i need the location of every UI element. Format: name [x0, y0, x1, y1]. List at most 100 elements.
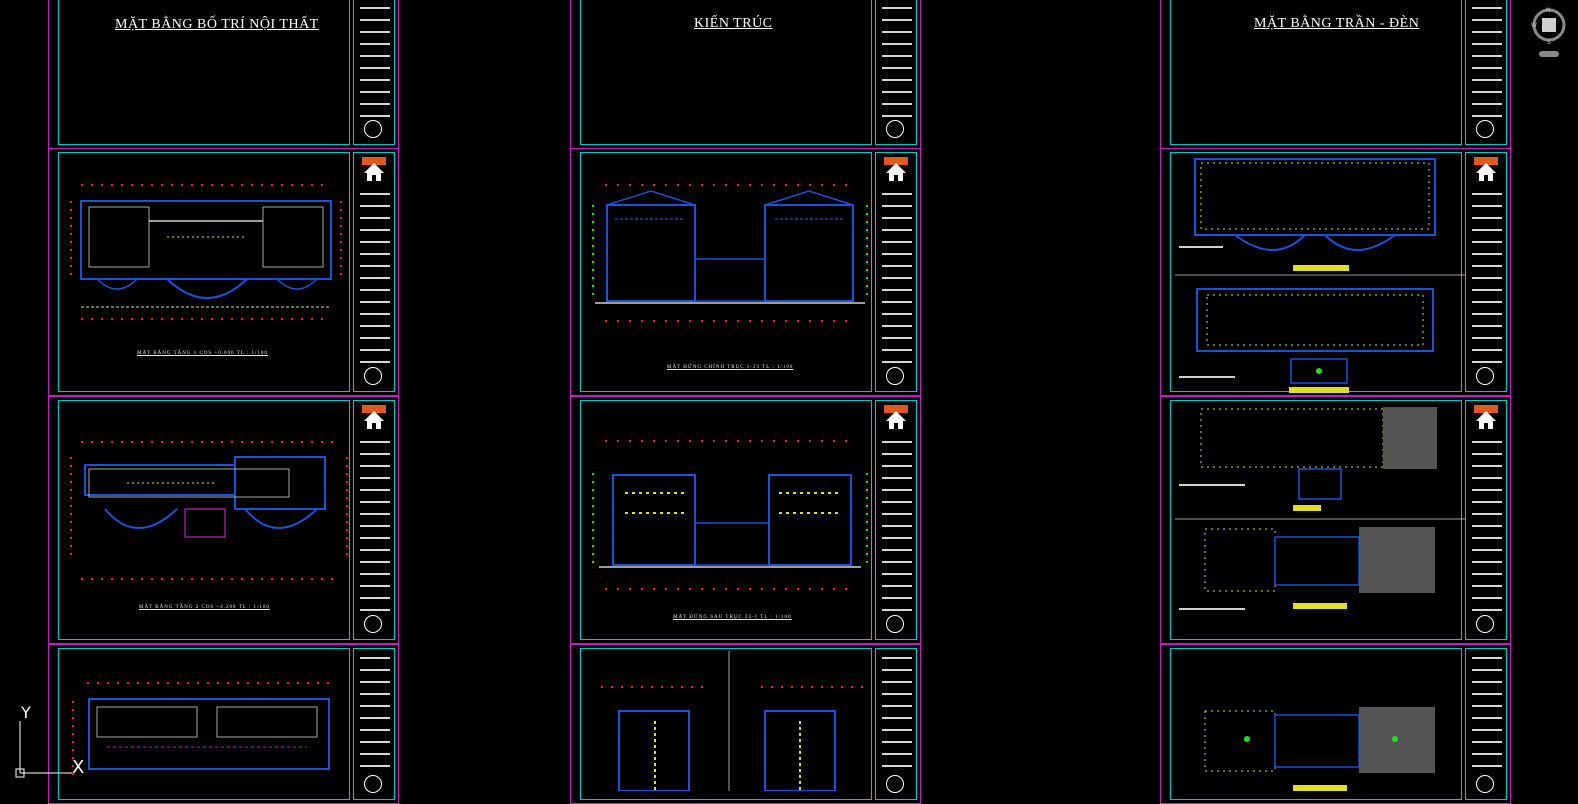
title-block-text-line: [882, 741, 912, 743]
title-block-text-line: [1472, 453, 1502, 455]
sheet-front-elevation[interactable]: MẶT ĐỨNG CHÍNH TRỤC 1-23 TL : 1/100: [570, 148, 921, 396]
title-block-text-line: [882, 597, 912, 599]
title-block-text-line: [360, 325, 390, 327]
title-block-text-line: [360, 43, 390, 45]
title-block-text-line: [360, 453, 390, 455]
title-block-text-line: [1472, 597, 1502, 599]
north-arrow-icon: [1476, 367, 1494, 385]
title-block-text-line: [882, 193, 912, 195]
title-block-text-line: [882, 765, 912, 767]
viewcube-west-label[interactable]: W: [1531, 22, 1537, 29]
title-block-text-line: [1472, 115, 1502, 117]
title-block-text-line: [882, 585, 912, 587]
title-block-text-line: [360, 741, 390, 743]
title-block-text-line: [1472, 729, 1502, 731]
title-block-text-line: [1472, 229, 1502, 231]
title-block-text-line: [882, 241, 912, 243]
sheet-ceiling-plan-3[interactable]: [1160, 644, 1511, 804]
title-block-text-line: [360, 361, 390, 363]
title-block-text-line: [882, 325, 912, 327]
ucs-axis-icon: Y X: [15, 705, 84, 778]
title-block-text-line: [882, 465, 912, 467]
title-block-text-line: [1472, 103, 1502, 105]
title-block-text-line: [1472, 585, 1502, 587]
title-block-text-line: [360, 765, 390, 767]
sheet-frame: [58, 0, 350, 145]
title-block-text-line: [1472, 717, 1502, 719]
north-arrow-icon: [1476, 615, 1494, 633]
title-block-text-line: [360, 67, 390, 69]
title-block-text-line: [1472, 681, 1502, 683]
title-block-text-line: [1472, 537, 1502, 539]
title-block-text-line: [1472, 349, 1502, 351]
title-block-text-line: [360, 229, 390, 231]
title-block-text-line: [882, 67, 912, 69]
title-block: [1465, 400, 1507, 640]
title-block-text-line: [882, 441, 912, 443]
title-block-text-line: [882, 31, 912, 33]
title-block-text-line: [360, 313, 390, 315]
title-block-text-line: [1472, 217, 1502, 219]
north-arrow-icon: [364, 367, 382, 385]
title-block-text-line: [360, 31, 390, 33]
title-block-text-line: [360, 193, 390, 195]
title-block: [353, 0, 395, 145]
sheet-ceiling-title[interactable]: MẶT BẰNG TRẦN - ĐÈN: [1160, 0, 1511, 149]
sheet-rear-elevation[interactable]: MẶT ĐỨNG SAU TRỤC 23-1 TL : 1/100: [570, 396, 921, 644]
sheet-floor-plan-2[interactable]: MẶT BẰNG TẦNG 2 COS +4.200 TL : 1/100: [48, 396, 399, 644]
house-logo-icon: [884, 405, 908, 429]
sheet-floor-plan-1[interactable]: MẶT BẰNG TẦNG 1 COS +0.000 TL : 1/100: [48, 148, 399, 396]
title-block-text-line: [1472, 361, 1502, 363]
title-block-text-line: [360, 561, 390, 563]
title-block-text-line: [882, 573, 912, 575]
sheet-frame: [580, 0, 872, 145]
title-block-text-line: [882, 513, 912, 515]
title-block-text-line: [882, 453, 912, 455]
title-block-text-line: [1472, 67, 1502, 69]
sheet-interior-title[interactable]: MẶT BẰNG BỐ TRÍ NỘI THẤT: [48, 0, 399, 149]
title-block-text-line: [882, 277, 912, 279]
title-block: [1465, 152, 1507, 392]
title-block-text-line: [360, 729, 390, 731]
sheet-ceiling-plan-2[interactable]: [1160, 396, 1511, 644]
title-block-text-line: [882, 361, 912, 363]
title-block: [353, 648, 395, 800]
title-block-text-line: [360, 489, 390, 491]
title-block-text-line: [360, 441, 390, 443]
floor-plan-drawing: [70, 184, 342, 320]
title-block-text-line: [360, 289, 390, 291]
title-block-text-line: [360, 241, 390, 243]
floor-plan-drawing: [72, 682, 330, 777]
title-block: [353, 152, 395, 392]
north-arrow-icon: [1476, 120, 1494, 138]
elevation-drawing: [592, 184, 868, 322]
sheet-floor-plan-3[interactable]: [48, 644, 399, 804]
sheet-frame: [58, 400, 350, 640]
house-logo-icon: [1474, 157, 1498, 181]
title-block-text-line: [882, 265, 912, 267]
north-arrow-icon: [1476, 775, 1494, 793]
sheet-side-elevations[interactable]: [570, 644, 921, 804]
title-block-text-line: [1472, 241, 1502, 243]
house-logo-icon: [884, 157, 908, 181]
ceiling-plan-drawing: [1204, 707, 1435, 791]
viewcube-north-label[interactable]: N: [1546, 7, 1551, 14]
title-block-text-line: [360, 301, 390, 303]
title-block-text-line: [1472, 277, 1502, 279]
title-block-text-line: [882, 525, 912, 527]
title-block-text-line: [882, 657, 912, 659]
title-block-text-line: [1472, 253, 1502, 255]
sheet-ceiling-plan-1[interactable]: [1160, 148, 1511, 396]
title-block-text-line: [882, 693, 912, 695]
viewcube-icon[interactable]: N W S: [1531, 6, 1571, 62]
title-block-text-line: [360, 657, 390, 659]
elevation-drawing: [601, 651, 865, 791]
title-block-text-line: [360, 477, 390, 479]
title-block-text-line: [882, 537, 912, 539]
title-block-text-line: [882, 753, 912, 755]
title-block-text-line: [1472, 525, 1502, 527]
title-block-text-line: [882, 301, 912, 303]
viewcube-south-label[interactable]: S: [1547, 39, 1551, 46]
sheet-architecture-title[interactable]: KIẾN TRÚC: [570, 0, 921, 149]
title-block-text-line: [1472, 609, 1502, 611]
